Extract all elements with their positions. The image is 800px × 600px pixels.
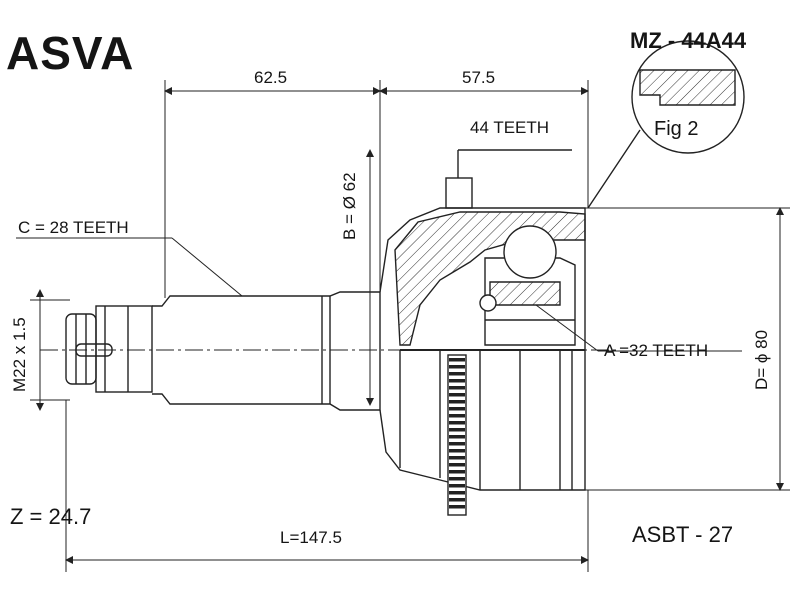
spline-shaft: [152, 291, 381, 411]
abs-tooth: [449, 484, 465, 488]
dim-outer-left: 62.5: [254, 68, 288, 87]
abs-tooth: [449, 421, 465, 425]
threaded-end: [65, 305, 153, 393]
label-inner-spline: A =32 TEETH: [604, 341, 709, 360]
fig2-detail: [587, 40, 745, 209]
abs-tooth: [449, 477, 465, 481]
abs-tooth: [449, 386, 465, 390]
figure-label: Fig 2: [654, 118, 699, 140]
abs-tooth: [449, 463, 465, 467]
abs-tooth: [449, 407, 465, 411]
abs-tooth: [449, 400, 465, 404]
abs-tooth: [449, 449, 465, 453]
dim-outer-right: 57.5: [462, 68, 496, 87]
cut-section: [394, 211, 586, 346]
abs-tooth: [449, 358, 465, 362]
abs-tooth: [449, 372, 465, 376]
dim-total-length: L=147.5: [280, 528, 342, 547]
brand-logo: ASVA: [6, 27, 135, 79]
abs-tooth: [449, 470, 465, 474]
abs-tooth: [449, 393, 465, 397]
dim-outer-diameter: D= ϕ 80: [752, 329, 771, 390]
abs-ring: [447, 354, 467, 516]
abs-tooth: [449, 505, 465, 509]
part-number: MZ - 44A44: [630, 28, 747, 53]
abs-tooth: [449, 379, 465, 383]
dimension-lines: [16, 80, 790, 572]
label-shaft-spline: C = 28 TEETH: [18, 218, 129, 237]
abs-tooth: [449, 456, 465, 460]
abs-tooth: [449, 442, 465, 446]
dim-bell-diameter: B = Ø 62: [340, 172, 359, 240]
reference-code: ASBT - 27: [632, 522, 734, 547]
z-value: Z = 24.7: [10, 504, 92, 529]
abs-tooth: [449, 491, 465, 495]
abs-tooth: [449, 498, 465, 502]
abs-tooth: [449, 428, 465, 432]
label-abs-teeth: 44 TEETH: [470, 118, 550, 137]
abs-stub: [445, 177, 473, 209]
abs-tooth: [449, 435, 465, 439]
dim-thread: M22 x 1.5: [10, 317, 29, 392]
abs-tooth: [449, 414, 465, 418]
abs-tooth: [449, 365, 465, 369]
